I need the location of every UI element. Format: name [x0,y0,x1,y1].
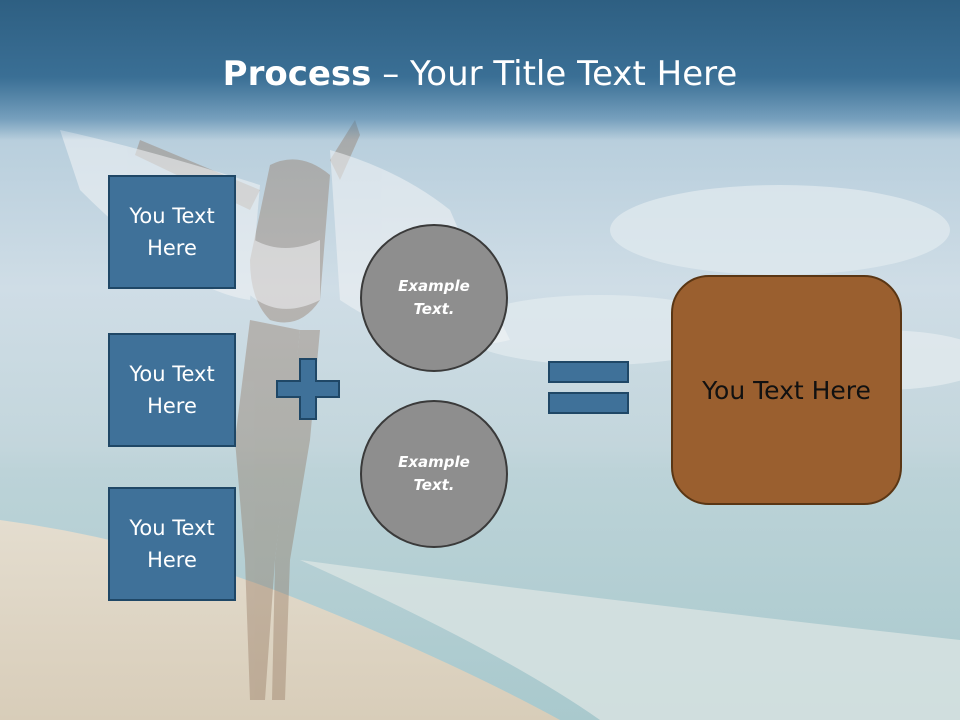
input-box-label: You Text Here [129,204,215,260]
equals-icon [548,361,629,414]
title-rest: Your Title Text Here [410,54,738,94]
title-bold: Process [222,54,372,94]
result-box: You Text Here [671,275,902,505]
title-bar [0,0,960,140]
example-circle-2: Example Text. [360,400,508,548]
input-box-3: You Text Here [108,487,236,601]
slide-title: Process – Your Title Text Here [0,52,960,96]
result-label: You Text Here [702,375,871,405]
circle-label: Example Text. [398,453,470,494]
circle-label: Example Text. [398,277,470,318]
example-circle-1: Example Text. [360,224,508,372]
input-box-label: You Text Here [129,516,215,572]
input-box-1: You Text Here [108,175,236,289]
title-dash: – [371,54,411,94]
input-box-2: You Text Here [108,333,236,447]
input-box-label: You Text Here [129,362,215,418]
plus-icon [276,358,340,420]
